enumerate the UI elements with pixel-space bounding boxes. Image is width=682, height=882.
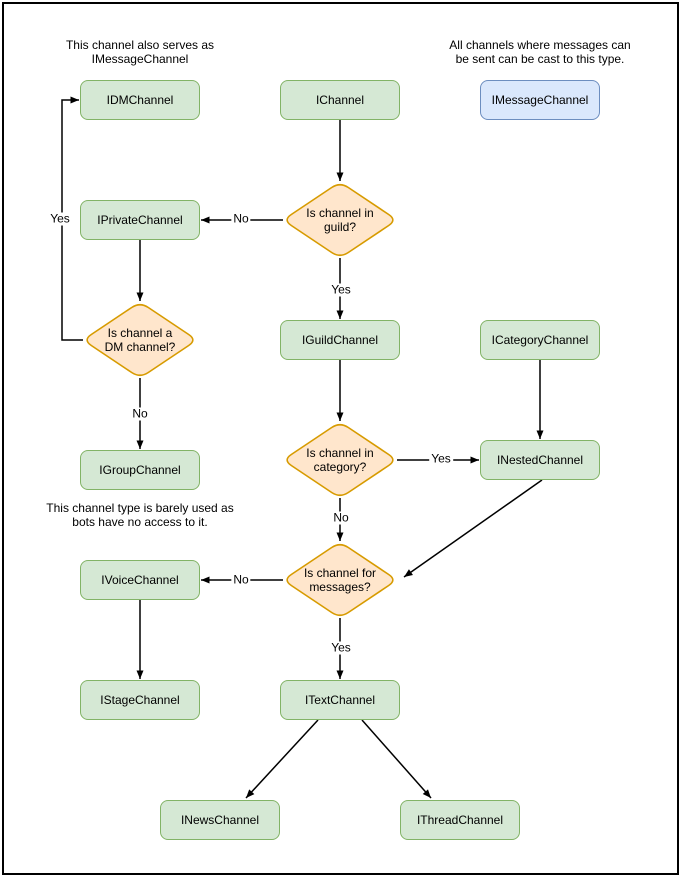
decision-in-category-label: Is channel in category? xyxy=(306,446,374,474)
edge-itextchannel-to-ithreadchannel xyxy=(361,719,432,799)
node-iprivatechannel-label: IPrivateChannel xyxy=(97,213,183,227)
node-igroupchannel-label: IGroupChannel xyxy=(99,463,181,477)
node-icategorychannel: ICategoryChannel xyxy=(480,320,600,360)
node-inewschannel-label: INewsChannel xyxy=(180,813,260,827)
node-ithreadchannel-label: IThreadChannel xyxy=(416,813,504,827)
node-inewschannel: INewsChannel xyxy=(160,800,280,840)
node-idmchannel: IDMChannel xyxy=(80,80,200,120)
node-imessagechannel: IMessageChannel xyxy=(480,80,600,120)
node-inestedchannel-label: INestedChannel xyxy=(496,453,584,467)
note-group-channel: This channel type is barely used as bots… xyxy=(46,501,234,529)
edge-label-dm-no: No xyxy=(130,406,150,421)
edge-label-guild-no: No xyxy=(231,211,251,226)
node-ivoicechannel-label: IVoiceChannel xyxy=(101,573,179,587)
node-itextchannel-label: ITextChannel xyxy=(304,693,376,707)
node-iguildchannel-label: IGuildChannel xyxy=(301,333,379,347)
node-istagechannel: IStageChannel xyxy=(80,680,200,720)
decision-is-dm-label: Is channel a DM channel? xyxy=(104,326,176,354)
note-dm-channel: This channel also serves as IMessageChan… xyxy=(65,38,215,66)
edge-label-messages-no: No xyxy=(231,572,251,587)
node-ithreadchannel: IThreadChannel xyxy=(400,800,520,840)
node-ichannel-label: IChannel xyxy=(315,93,365,107)
node-ivoicechannel: IVoiceChannel xyxy=(80,560,200,600)
node-idmchannel-label: IDMChannel xyxy=(106,93,174,107)
decision-in-guild-label: Is channel in guild? xyxy=(306,206,374,234)
edge-inestedchannel-to-for-messages xyxy=(403,479,543,578)
edge-label-guild-yes: Yes xyxy=(329,282,353,297)
node-itextchannel: ITextChannel xyxy=(280,680,400,720)
node-iguildchannel: IGuildChannel xyxy=(280,320,400,360)
edge-itextchannel-to-inewschannel xyxy=(245,719,319,799)
node-istagechannel-label: IStageChannel xyxy=(100,693,180,707)
node-icategorychannel-label: ICategoryChannel xyxy=(491,333,589,347)
node-imessagechannel-label: IMessageChannel xyxy=(491,93,589,107)
edge-label-category-no: No xyxy=(331,510,351,525)
node-igroupchannel: IGroupChannel xyxy=(80,450,200,490)
decision-for-messages-label: Is channel for messages? xyxy=(303,566,377,594)
node-iprivatechannel: IPrivateChannel xyxy=(80,200,200,240)
note-message-channel: All channels where messages can be sent … xyxy=(449,38,631,66)
node-inestedchannel: INestedChannel xyxy=(480,440,600,480)
edge-label-category-yes: Yes xyxy=(429,451,453,466)
edge-label-dm-yes: Yes xyxy=(48,211,72,226)
node-ichannel: IChannel xyxy=(280,80,400,120)
edge-label-messages-yes: Yes xyxy=(329,640,353,655)
